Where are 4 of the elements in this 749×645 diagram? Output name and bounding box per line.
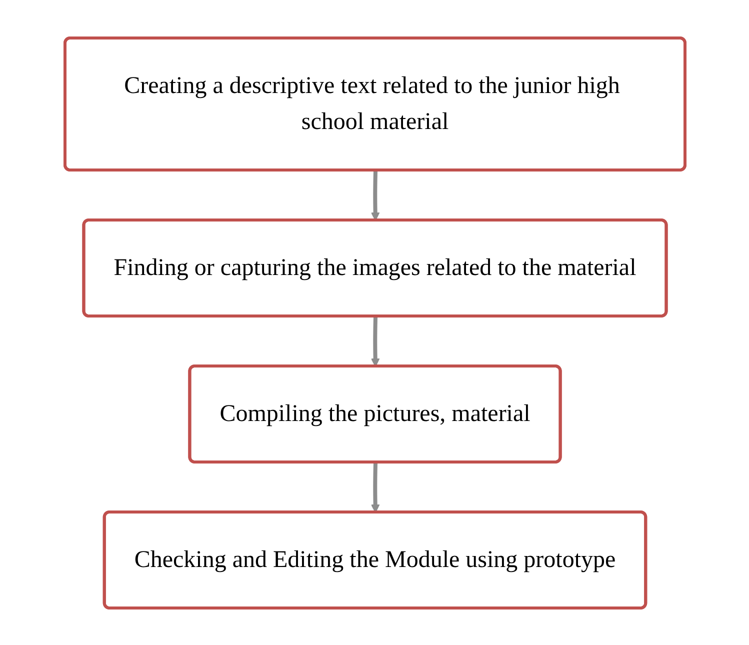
node-text: Creating a descriptive text related to the junior high school material: [124, 72, 620, 134]
arrow: [370, 316, 380, 366]
arrow: [370, 462, 380, 512]
arrow: [370, 170, 380, 220]
